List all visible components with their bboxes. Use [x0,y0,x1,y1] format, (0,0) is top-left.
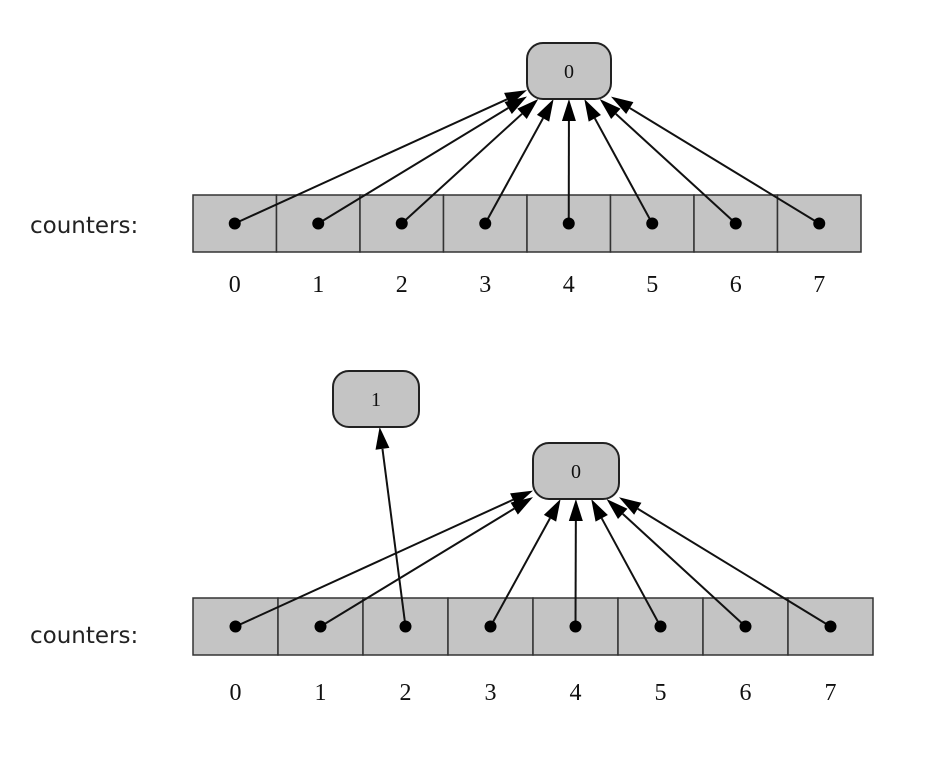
index-label: 3 [485,680,497,706]
arrowhead-icon [591,499,608,522]
pointer-dot [479,217,492,230]
pointer-dot [312,217,325,230]
arrowhead-icon [375,427,390,450]
counter-node: 0 [526,42,612,100]
pointer-arrows [235,427,832,628]
pointer-dot [654,620,667,633]
pointer-dot [484,620,497,633]
index-label: 6 [730,272,742,298]
pointer-dots [229,620,837,633]
pointer-line [317,107,509,225]
arrowhead-icon [517,99,539,119]
pointer-dot [739,620,752,633]
pointer-dot [824,620,837,633]
arrowhead-icon [536,99,554,122]
pointer-dot [813,217,826,230]
index-label: 6 [740,680,752,706]
arrowhead-icon [510,497,533,515]
pointer-line [319,507,515,628]
array-cell [776,194,862,253]
pointer-line [600,517,662,627]
index-label: 5 [655,680,667,706]
index-label: 4 [563,272,575,298]
arrowhead-icon [606,499,628,520]
arrowhead-icon [561,99,576,122]
counter-node: 1 [332,370,420,428]
counter-node-value: 1 [371,389,381,411]
pointer-line [637,507,832,628]
arrowhead-icon [584,99,601,122]
counters-array [192,597,874,656]
diagram-2: counters: 0 1 2 3 4 5 6 7 1 0 [30,370,874,706]
pointer-line [622,513,747,628]
pointer-line [593,117,654,224]
arrowhead-icon [504,96,527,114]
pointer-dot [228,217,241,230]
pointer-dot [229,620,242,633]
pointer-dot [562,217,575,230]
counter-node-box [332,370,420,428]
index-label: 2 [400,680,412,706]
arrowhead-icon [599,99,621,120]
pointer-line [381,448,407,627]
pointer-line [489,517,551,627]
index-label: 4 [570,680,582,706]
pointer-line [615,113,737,225]
pointer-dot [729,217,742,230]
counters-array [192,194,862,253]
counter-node-box [526,42,612,100]
arrowhead-icon [543,499,561,522]
pointer-line [629,107,820,225]
pointer-line [484,117,544,224]
index-label: 3 [479,272,491,298]
counter-node-box [532,442,620,500]
arrowhead-icon [568,499,583,522]
index-label: 1 [312,272,324,298]
pointer-dot [399,620,412,633]
array-label: counters: [30,213,138,239]
pointer-dot [569,620,582,633]
pointer-dot [314,620,327,633]
index-label: 7 [813,272,825,298]
index-labels: 0 1 2 3 4 5 6 7 [230,680,837,706]
counter-node-value: 0 [571,461,581,483]
index-labels: 0 1 2 3 4 5 6 7 [229,272,826,298]
pointer-line [235,498,514,628]
index-label: 7 [825,680,837,706]
pointer-dots [228,217,826,230]
pointer-line [234,98,508,225]
counter-node-value: 0 [564,61,574,83]
index-label: 0 [229,272,241,298]
index-label: 0 [230,680,242,706]
arrowhead-icon [611,96,634,115]
index-label: 5 [646,272,658,298]
pointer-line [401,113,523,225]
counter-node: 0 [532,442,620,500]
pointer-dot [395,217,408,230]
index-label: 2 [396,272,408,298]
index-label: 1 [315,680,327,706]
diagram-1: counters: 0 1 2 3 4 5 6 7 0 [30,42,862,298]
pointer-arrows [234,90,820,225]
pointer-dot [646,217,659,230]
array-label: counters: [30,623,138,649]
arrowhead-icon [619,497,642,515]
